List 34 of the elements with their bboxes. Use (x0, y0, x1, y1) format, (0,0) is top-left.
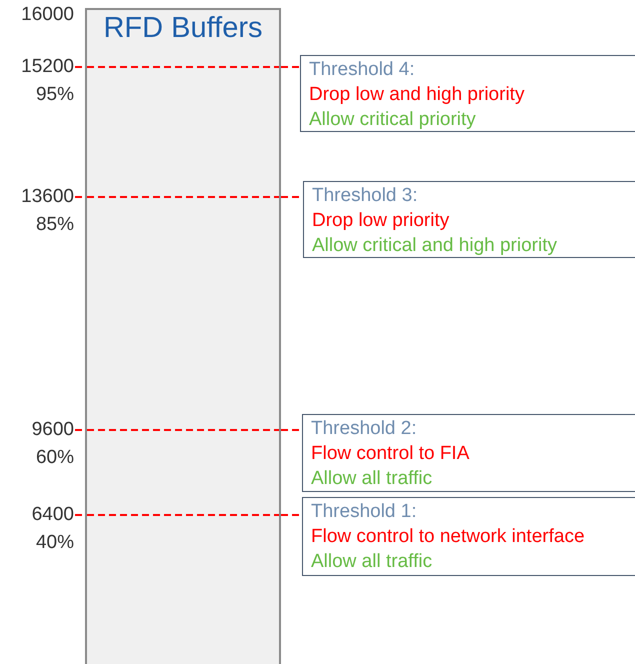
buffer-level-value: 15200 (20, 55, 74, 79)
threshold-box (300, 55, 635, 132)
buffer-level-value: 9600 (30, 418, 74, 442)
percentage-value: 60% (34, 446, 74, 470)
allow-text: Allow critical priority (309, 108, 477, 132)
allow-text: Allow critical and high priority (312, 234, 558, 258)
allow-text: Allow all traffic (311, 550, 434, 574)
threshold-line (281, 514, 302, 516)
buffer-level-value: 6400 (30, 503, 74, 527)
threshold-line (281, 66, 300, 68)
buffer-level-value: 16000 (21, 4, 74, 26)
buffer-level-value: 13600 (20, 185, 74, 209)
threshold-line (75, 514, 85, 516)
buffer-title: RFD Buffers (102, 12, 264, 45)
threshold-line (75, 429, 85, 431)
percentage-value: 40% (34, 531, 74, 555)
threshold-line (75, 66, 85, 68)
threshold-line (281, 429, 302, 431)
threshold-heading: Threshold 4: (309, 58, 416, 82)
buffer-column (85, 8, 281, 664)
threshold-heading: Threshold 1: (311, 500, 418, 524)
action-text: Drop low priority (312, 209, 450, 233)
allow-text: Allow all traffic (311, 467, 434, 491)
action-text: Flow control to FIA (311, 442, 470, 466)
threshold-box (302, 414, 635, 492)
threshold-box (302, 497, 635, 576)
threshold-heading: Threshold 2: (311, 417, 418, 441)
threshold-heading: Threshold 3: (312, 184, 419, 208)
threshold-line (75, 196, 85, 198)
action-text: Drop low and high priority (309, 83, 526, 107)
percentage-value: 95% (34, 83, 74, 107)
threshold-box (303, 181, 635, 258)
percentage-value: 85% (34, 213, 74, 237)
action-text: Flow control to network interface (311, 525, 586, 549)
